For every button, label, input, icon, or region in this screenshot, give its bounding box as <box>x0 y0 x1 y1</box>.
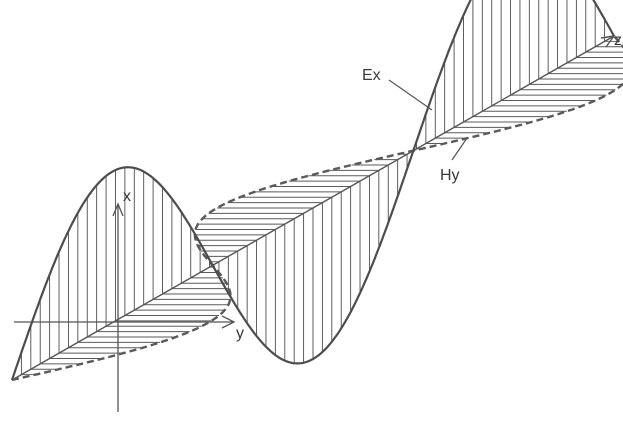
ex-label: Ex <box>362 67 381 84</box>
ex-leader-line <box>388 79 433 111</box>
y-axis-label: y <box>236 325 244 342</box>
hy-label: Hy <box>440 167 460 184</box>
z-axis-line <box>11 35 615 381</box>
z-axis-label: z <box>614 32 622 49</box>
x-axis-label: x <box>123 188 131 205</box>
y-axis-arrow <box>221 315 236 329</box>
electric-field-curve <box>10 0 615 381</box>
hy-leader-line <box>451 137 468 161</box>
x-axis-arrow <box>112 202 124 217</box>
electric-field-hatching <box>20 0 606 375</box>
magnetic-field-curve <box>11 35 623 382</box>
